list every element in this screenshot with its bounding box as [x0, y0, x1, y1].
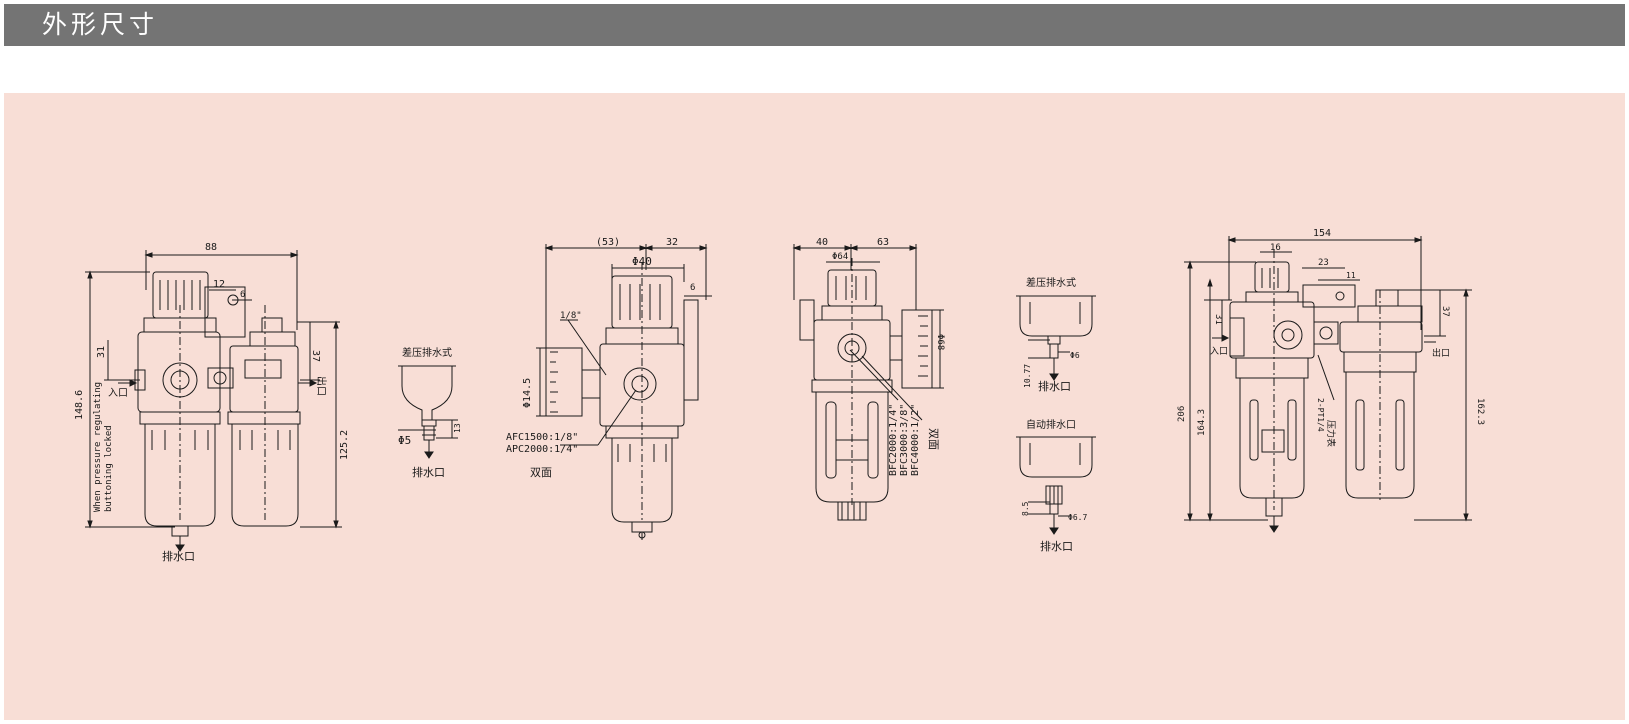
dim-40: 40 — [816, 237, 828, 248]
diff-drain-outlet-label: 排水口 — [1038, 379, 1071, 393]
inlet-label-b: 入口 — [1210, 346, 1228, 357]
diff-drain-title-2: 差压排水式 — [1026, 276, 1076, 289]
dim-6-reg: 6 — [690, 283, 695, 293]
dim-63: 63 — [877, 237, 889, 248]
gauge-label: 压力表 — [1325, 420, 1337, 447]
section-title: 外形尺寸 — [42, 10, 159, 39]
dim-phi40: Φ40 — [632, 255, 652, 268]
diff-drain-drain-label: 排水口 — [412, 465, 445, 479]
drain-label: 排水口 — [162, 549, 195, 563]
diff-drain-title: 差压排水式 — [402, 346, 452, 359]
frl-pair-drawing — [85, 250, 342, 552]
drain-options-labels: 差压排水式 10.77 Φ6 排水口 自动排水口 8.5 Φ6.7 排水口 — [1021, 276, 1087, 553]
dim-phi5: Φ5 — [398, 434, 411, 447]
dim-phi68: Φ68 — [935, 334, 945, 350]
dim-154: 154 — [1313, 228, 1331, 239]
spec-bfc4000: BFC4000:1/2" — [910, 404, 921, 476]
frl-triple-labels: 154 16 23 11 31 37 206 164.3 162.3 2-PT1… — [1177, 228, 1485, 447]
diff-drain-drawing — [398, 365, 458, 459]
dim-53: (53) — [596, 237, 620, 248]
dim-phi64: Φ64 — [832, 252, 848, 262]
spec-bfc3000: BFC3000:3/8" — [899, 404, 910, 476]
dim-16: 16 — [1270, 243, 1281, 253]
note-line-2: buttoning locked — [104, 425, 114, 512]
dim-37-b: 37 — [1440, 306, 1450, 317]
drain-options-drawing — [1016, 295, 1096, 535]
inlet-label: 入口 — [108, 388, 128, 399]
dim-phi6: Φ6 — [1070, 351, 1080, 360]
dim-37: 37 — [310, 350, 321, 362]
section-header: 外形尺寸 — [4, 4, 1625, 46]
filter-regulator-labels: 40 63 Φ64 Φ68 BFC2000:1/4" BFC3000:3/8" … — [816, 237, 945, 476]
dim-12: 12 — [213, 279, 225, 290]
port-spec: 2-PT1/4 — [1316, 398, 1325, 432]
dim-31-b: 31 — [1213, 314, 1223, 325]
dim-125-2: 125.2 — [339, 430, 350, 460]
dim-31: 31 — [96, 346, 107, 358]
outlet-label-b: 出口 — [1432, 347, 1450, 359]
spec-apc2000: APC2000:1/4" — [506, 444, 578, 455]
dim-23: 23 — [1318, 258, 1329, 268]
dim-32: 32 — [666, 237, 678, 248]
dim-1-8: 1/8" — [560, 311, 582, 321]
frl-pair-labels: 88 12 6 37 125.2 148.6 31 When pressure … — [74, 242, 350, 563]
dim-162-3: 162.3 — [1475, 398, 1485, 425]
auto-drain-title: 自动排水口 — [1026, 418, 1076, 431]
regulator-drawing — [536, 244, 712, 540]
filter-regulator-drawing — [792, 244, 944, 521]
note-line-1: When pressure regulating — [93, 382, 103, 512]
outlet-label: 出口 — [315, 376, 328, 396]
double-face-label: 双面 — [530, 466, 552, 479]
double-face-label-2: 双面 — [927, 428, 940, 450]
diff-drain-labels: 差压排水式 Φ5 13 排水口 — [398, 346, 462, 479]
spec-afc1500: AFC1500:1/8" — [506, 432, 578, 443]
spec-bfc2000: BFC2000:1/4" — [888, 404, 899, 476]
dim-phi14-5: Φ14.5 — [522, 378, 533, 408]
dim-206: 206 — [1177, 406, 1187, 422]
dim-148-6: 148.6 — [74, 390, 85, 420]
dim-phi6-7: Φ6.7 — [1068, 513, 1087, 522]
dim-164-3: 164.3 — [1197, 409, 1207, 436]
dim-11: 11 — [1346, 271, 1356, 280]
dim-width-88: 88 — [205, 242, 217, 253]
dim-13: 13 — [453, 423, 462, 433]
regulator-labels: (53) 32 Φ40 6 1/8" Φ14.5 AFC1500:1/8" AP… — [506, 237, 695, 479]
dimension-drawings-panel — [4, 93, 1625, 720]
dim-8-5: 8.5 — [1021, 501, 1030, 516]
auto-drain-outlet-label: 排水口 — [1040, 539, 1073, 553]
dim-6: 6 — [240, 290, 245, 300]
frl-triple-drawing — [1184, 236, 1472, 533]
dim-10-77: 10.77 — [1023, 364, 1032, 388]
